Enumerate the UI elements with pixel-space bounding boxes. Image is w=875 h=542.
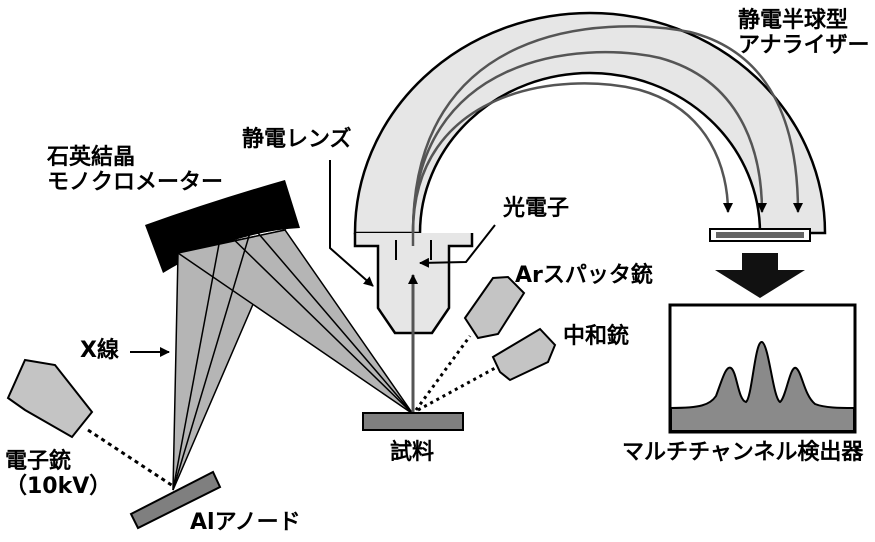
detector-label: マルチチャンネル検出器 bbox=[622, 440, 864, 465]
xray-label: X線 bbox=[80, 338, 119, 363]
analyzer-label: 静電半球型 アナライザー bbox=[738, 8, 870, 59]
lens-leader bbox=[329, 160, 374, 287]
electron-gun-label: 電子銃 （10kV） bbox=[5, 449, 112, 500]
ar-sputter-gun bbox=[463, 275, 526, 340]
sample-plate bbox=[362, 412, 464, 431]
photoelectron-label: 光電子 bbox=[503, 196, 570, 221]
lens-label: 静電レンズ bbox=[242, 127, 352, 152]
sample-label: 試料 bbox=[390, 440, 435, 465]
quartz-crystal bbox=[145, 180, 300, 273]
ar-gun-label: Arスパッタ銃 bbox=[515, 263, 653, 288]
electron-beam bbox=[87, 428, 174, 488]
anode-label: Alアノード bbox=[190, 510, 301, 535]
neutralizer-label: 中和銃 bbox=[563, 324, 630, 349]
photoelectron-leader bbox=[419, 224, 496, 268]
al-anode bbox=[129, 470, 222, 530]
spectrum-peaks bbox=[670, 340, 855, 432]
hemispherical-analyzer bbox=[353, 11, 827, 235]
photoelectron-trajectories bbox=[411, 25, 803, 246]
monochromator-label: 石英結晶 モノクロメーター bbox=[47, 145, 224, 196]
output-arrow bbox=[715, 253, 805, 298]
electron-gun bbox=[6, 358, 94, 439]
neutralizer-gun bbox=[491, 327, 557, 382]
